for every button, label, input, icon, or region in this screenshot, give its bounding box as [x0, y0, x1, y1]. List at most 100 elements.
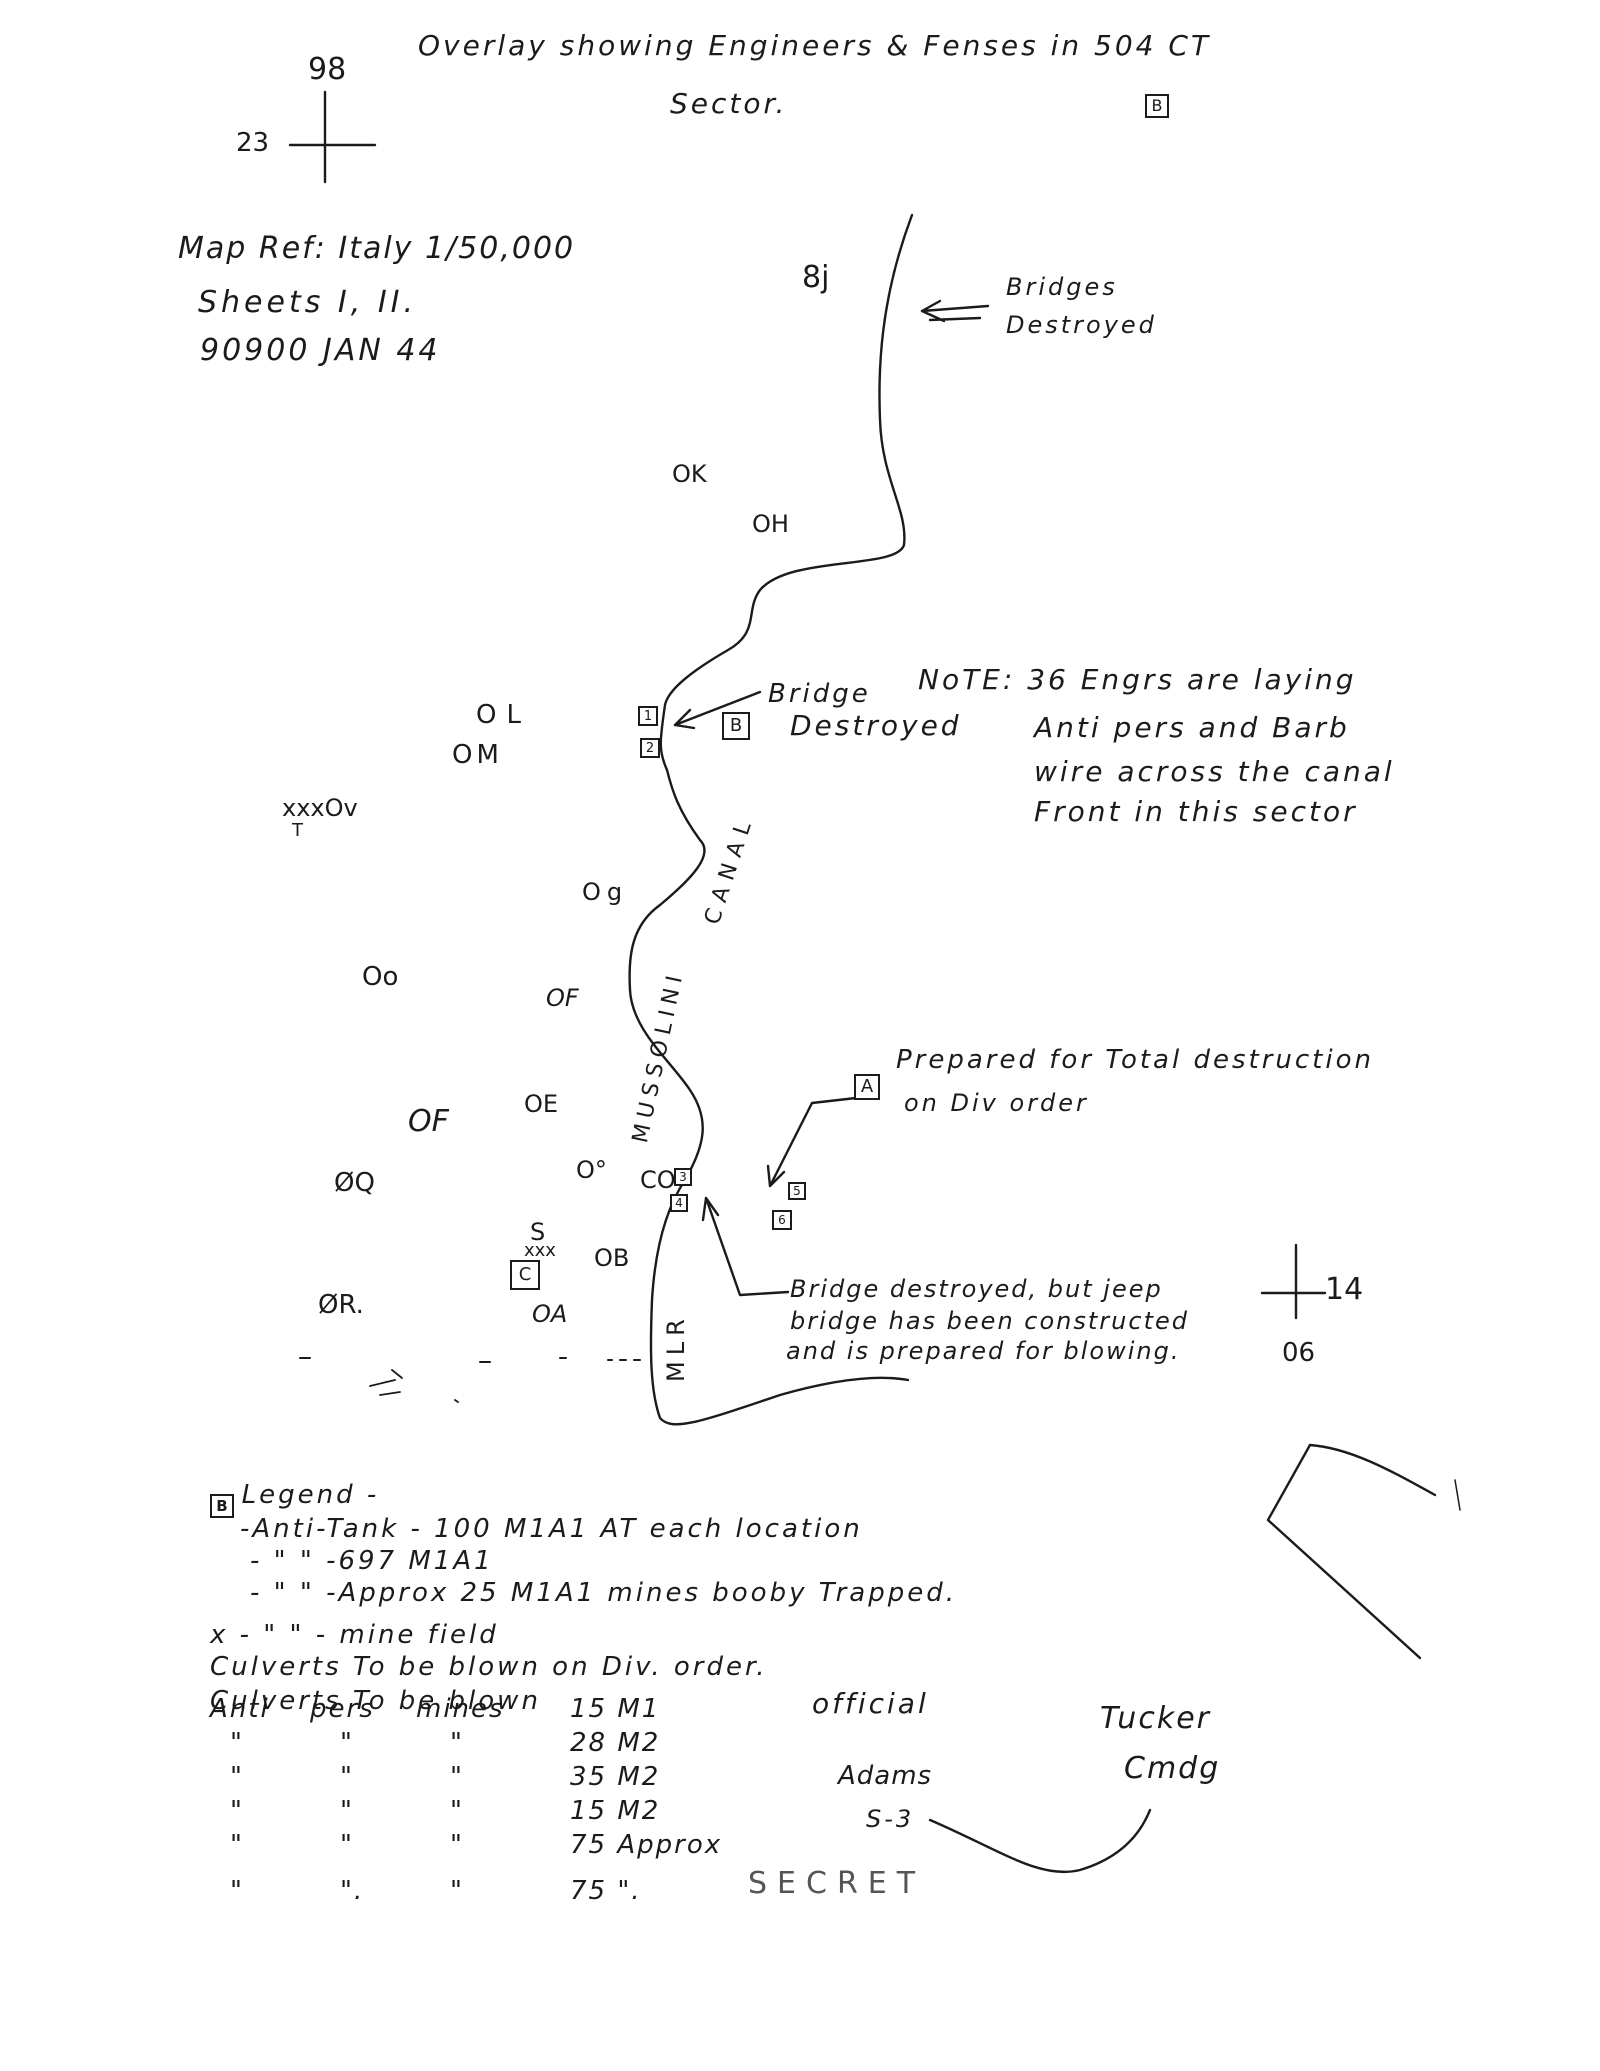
prepared-arrow [766, 1096, 858, 1188]
mines-row-6-c3: " [450, 1876, 464, 1906]
canal-label-mlr: MLR [662, 1313, 690, 1382]
point-8j: 8j [802, 260, 830, 295]
box-1: 1 [638, 706, 658, 726]
mines-row-4-c3: " [450, 1796, 464, 1826]
legend-row-1: -Anti-Tank - 100 M1A1 AT each location [240, 1514, 863, 1544]
legend-row-2: - " " -697 M1A1 [250, 1546, 494, 1576]
map-ref-line-1: Map Ref: Italy 1/50,000 [178, 231, 576, 266]
point-co: CO [640, 1166, 676, 1194]
mines-row-2-c1: " [230, 1728, 244, 1758]
prepared-line-2: on Div order [904, 1089, 1089, 1117]
mines-row-3: " " " 35 M2 [210, 1762, 770, 1792]
point-og: Og [582, 878, 629, 906]
point-o-deg: O° [576, 1156, 607, 1184]
bridges-destroyed-line-1: Bridges [1006, 273, 1118, 301]
grid-easting-bottom-right: 06 [1282, 1338, 1316, 1368]
bridges-destroyed-arrow [920, 299, 990, 323]
legend-row-3: - " " -Approx 25 M1A1 mines booby Trappe… [250, 1578, 958, 1608]
legend-heading: - Legend - [218, 1480, 380, 1510]
bridge-destroyed-mid-line-1: Bridge [768, 679, 871, 709]
prepared-line-1: Prepared for Total destruction [896, 1045, 1374, 1075]
title-box-mark: B [1145, 94, 1169, 118]
mines-row-2: " " " 28 M2 [210, 1728, 770, 1758]
jeep-bridge-arrow [701, 1196, 790, 1297]
point-ol: OL [476, 700, 531, 730]
box-3: 3 [674, 1168, 692, 1186]
mines-row-4-c2: " [340, 1796, 354, 1826]
mussolini-canal-line [628, 213, 914, 1426]
mines-row-3-c1: " [230, 1762, 244, 1792]
grid-cross-bottom-right [1260, 1243, 1327, 1320]
mines-row-4-qty: 15 M2 [570, 1796, 661, 1826]
note-line-2: Anti pers and Barb [1034, 711, 1350, 744]
legend-row-6: Culverts To be blown [210, 1686, 541, 1716]
point-of-2: OF [408, 1104, 449, 1139]
grid-northing-bottom-right: 14 [1325, 1272, 1364, 1307]
mines-row-2-qty: 28 M2 [570, 1728, 661, 1758]
mines-row-6-c2: ". [340, 1876, 365, 1906]
mines-row-3-c3: " [450, 1762, 464, 1792]
point-oa: OA [532, 1300, 568, 1328]
mines-row-1-qty: 15 M1 [570, 1694, 661, 1724]
map-ref-line-3: 90900 JAN 44 [200, 333, 441, 368]
box-4: 4 [670, 1194, 688, 1212]
point-ob: OB [594, 1244, 630, 1272]
bridges-destroyed-line-2: Destroyed [1006, 311, 1157, 339]
point-ov: xxxOv [282, 794, 358, 822]
mines-row-1-c2: pers [310, 1694, 375, 1724]
bridge-destroyed-mid-line-2: Destroyed [790, 709, 962, 742]
signature-adams: Adams [838, 1761, 933, 1791]
point-of-1: OF [546, 984, 579, 1012]
signature-s3: S-3 [866, 1805, 915, 1833]
mines-row-5-c2: " [340, 1830, 354, 1860]
mines-row-1-c1: Anti [210, 1694, 270, 1724]
signature-tucker: Tucker [1100, 1701, 1211, 1736]
secret-stamp: SECRET [748, 1866, 926, 1901]
point-xxx: xxx [524, 1240, 556, 1261]
note-line-3: wire across the canal [1034, 755, 1395, 788]
point-oh: OH [752, 510, 789, 538]
grid-cross-top-left [288, 90, 377, 184]
legend-row-4: x - " " - mine field [210, 1620, 499, 1650]
mines-row-3-c2: " [340, 1762, 354, 1792]
legend-row-1-mark: B [210, 1494, 234, 1518]
grid-northing-top-left: 23 [236, 128, 270, 158]
point-oq: ØQ [334, 1168, 375, 1198]
mines-row-5: " " " 75 Approx [210, 1830, 770, 1860]
mines-row-4: " " " 15 M2 [210, 1796, 770, 1826]
note-line-4: Front in this sector [1034, 795, 1358, 828]
mines-row-2-c3: " [450, 1728, 464, 1758]
box-2: 2 [640, 738, 660, 758]
box-6: 6 [772, 1210, 792, 1230]
point-om: OM [452, 740, 503, 770]
jeep-bridge-line-2: bridge has been constructed [790, 1307, 1189, 1335]
box-c: C [510, 1260, 540, 1290]
point-oe: OE [524, 1090, 559, 1118]
box-5: 5 [788, 1182, 806, 1200]
signature-official: official [812, 1687, 929, 1720]
grid-easting-top-left: 98 [308, 52, 347, 87]
point-oo: Oo [362, 962, 399, 992]
bridge-destroyed-arrow [673, 690, 762, 730]
mines-row-6-c1: " [230, 1876, 244, 1906]
jeep-bridge-line-3: and is prepared for blowing. [786, 1337, 1181, 1365]
box-b-right: B [722, 712, 750, 740]
signature-cmdg: Cmdg [1124, 1751, 1221, 1786]
signature-flourish [928, 1808, 1152, 1874]
mines-row-3-qty: 35 M2 [570, 1762, 661, 1792]
legend-row-5: Culverts To be blown on Div. order. [210, 1652, 768, 1682]
mines-row-1-c3: mines [416, 1694, 505, 1724]
page-edge-mark [1454, 1479, 1461, 1511]
point-ov-t: T [292, 820, 303, 841]
point-or: ØR. [318, 1290, 364, 1320]
mines-row-6: " ". " 75 ". [210, 1876, 770, 1906]
mines-row-5-c1: " [230, 1830, 244, 1860]
dotted-front-line [299, 1357, 641, 1363]
mines-row-5-c3: " [450, 1830, 464, 1860]
box-a: A [854, 1074, 880, 1100]
scribble-mark [369, 1369, 459, 1403]
title-line-2: Sector. [670, 87, 788, 120]
mines-row-4-c1: " [230, 1796, 244, 1826]
note-line-1: NoTE: 36 Engrs are laying [918, 663, 1357, 696]
